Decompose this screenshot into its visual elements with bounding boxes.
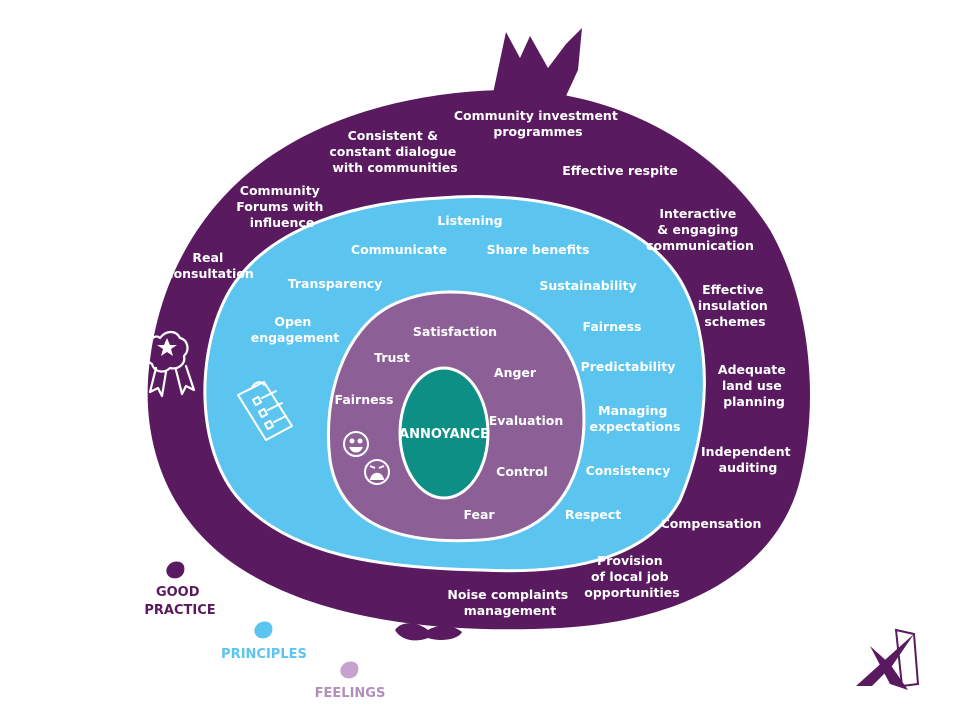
feeling-label: Control xyxy=(496,464,548,479)
legend-feelings: FEELINGS xyxy=(315,661,386,701)
outer-label: Interactive & engaging communication xyxy=(646,206,754,253)
principle-label: Fairness xyxy=(583,319,642,334)
outer-label: Community Forums with influence xyxy=(236,183,328,230)
checklist-clipboard-icon xyxy=(237,381,293,441)
outer-label: Provision of local job opportunities xyxy=(584,553,679,600)
award-rosette-icon xyxy=(144,330,196,398)
annoyance-egg xyxy=(398,366,490,500)
principle-label: Share benefits xyxy=(487,242,590,257)
outer-label: Real consultation xyxy=(166,250,254,281)
outer-label: Effective insulation schemes xyxy=(698,282,772,329)
principle-label: Listening xyxy=(437,213,502,228)
legend-swatch-good-practice xyxy=(166,561,185,579)
brand-logo-icon xyxy=(856,628,920,690)
legend: GOOD PRACTICE PRINCIPLES FEELINGS xyxy=(144,561,386,701)
principle-label: Communicate xyxy=(351,242,447,257)
outer-label: Independent auditing xyxy=(701,444,795,475)
legend-swatch-feelings xyxy=(340,661,359,679)
legend-principles: PRINCIPLES xyxy=(221,621,307,662)
principle-label: Managing expectations xyxy=(590,403,681,434)
legend-label-feelings: FEELINGS xyxy=(315,686,386,701)
annoyance-label: ANNOYANCE xyxy=(399,427,489,442)
principle-label: Consistency xyxy=(586,463,671,478)
happy-face-icon xyxy=(343,431,369,457)
outer-label: Compensation xyxy=(661,516,762,531)
outer-label: Effective respite xyxy=(562,163,678,178)
legend-label-principles: PRINCIPLES xyxy=(221,647,307,662)
outer-label: Consistent & constant dialogue with comm… xyxy=(329,128,460,175)
principle-label: Open engagement xyxy=(251,314,340,345)
outer-label: Community investment programmes xyxy=(454,108,622,139)
outer-label: Adequate land use planning xyxy=(718,362,790,409)
principle-label: Respect xyxy=(565,507,621,522)
crown-shape xyxy=(492,28,582,98)
feeling-label: Trust xyxy=(374,350,410,365)
good-practice-labels: Community investment programmes Consiste… xyxy=(166,108,795,618)
stem-shape xyxy=(395,623,462,641)
legend-label-good-practice: GOOD PRACTICE xyxy=(144,585,215,618)
feeling-label: Fear xyxy=(463,507,495,522)
feeling-label: Fairness xyxy=(335,392,394,407)
principle-label: Sustainability xyxy=(539,278,636,293)
feeling-label: Evaluation xyxy=(489,413,564,428)
feeling-label: Anger xyxy=(494,365,537,380)
principle-label: Predictability xyxy=(581,359,676,374)
legend-good-practice: GOOD PRACTICE xyxy=(144,561,216,618)
principle-label: Transparency xyxy=(288,276,383,291)
principles-labels: Listening Communicate Share benefits Tra… xyxy=(251,213,681,522)
annoyance-core: ANNOYANCE xyxy=(398,366,490,500)
feeling-label: Satisfaction xyxy=(413,324,497,339)
outer-label: Noise complaints management xyxy=(447,587,572,618)
feelings-labels: Satisfaction Trust Anger Fairness Evalua… xyxy=(335,324,564,522)
legend-swatch-principles xyxy=(254,621,273,639)
angry-face-icon xyxy=(364,459,390,485)
